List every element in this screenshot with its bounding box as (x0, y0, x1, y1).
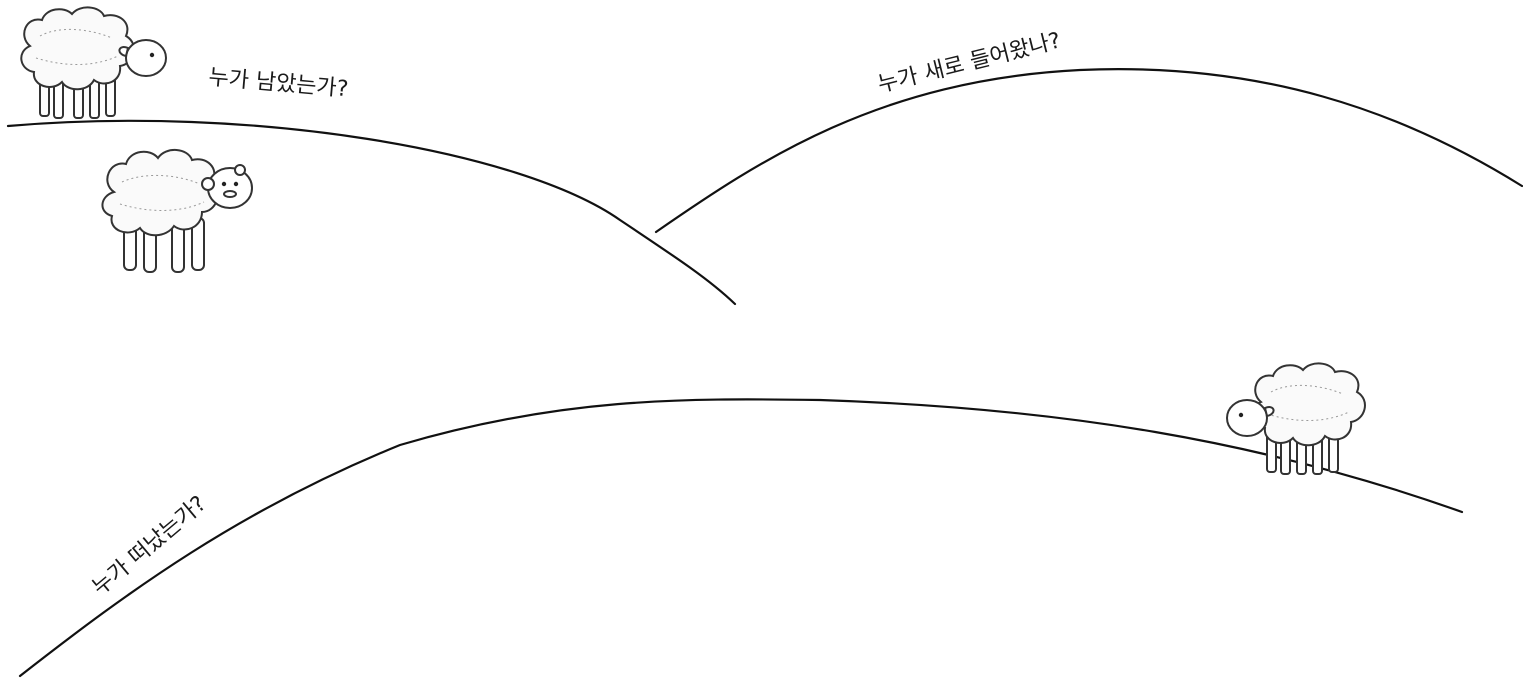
hill-joined (656, 69, 1522, 232)
sheep-icon (1227, 363, 1365, 474)
hill-left (20, 399, 1462, 676)
sheep-wool (21, 7, 134, 89)
question-left: 누가 떠났는가? (88, 491, 211, 600)
question-remained: 누가 남았는가? (207, 65, 349, 102)
sheep-wool (1252, 363, 1365, 445)
sheep-icon (102, 150, 252, 272)
question-joined: 누가 새로 들어왔나? (875, 28, 1063, 98)
sheep-icon (21, 7, 166, 118)
